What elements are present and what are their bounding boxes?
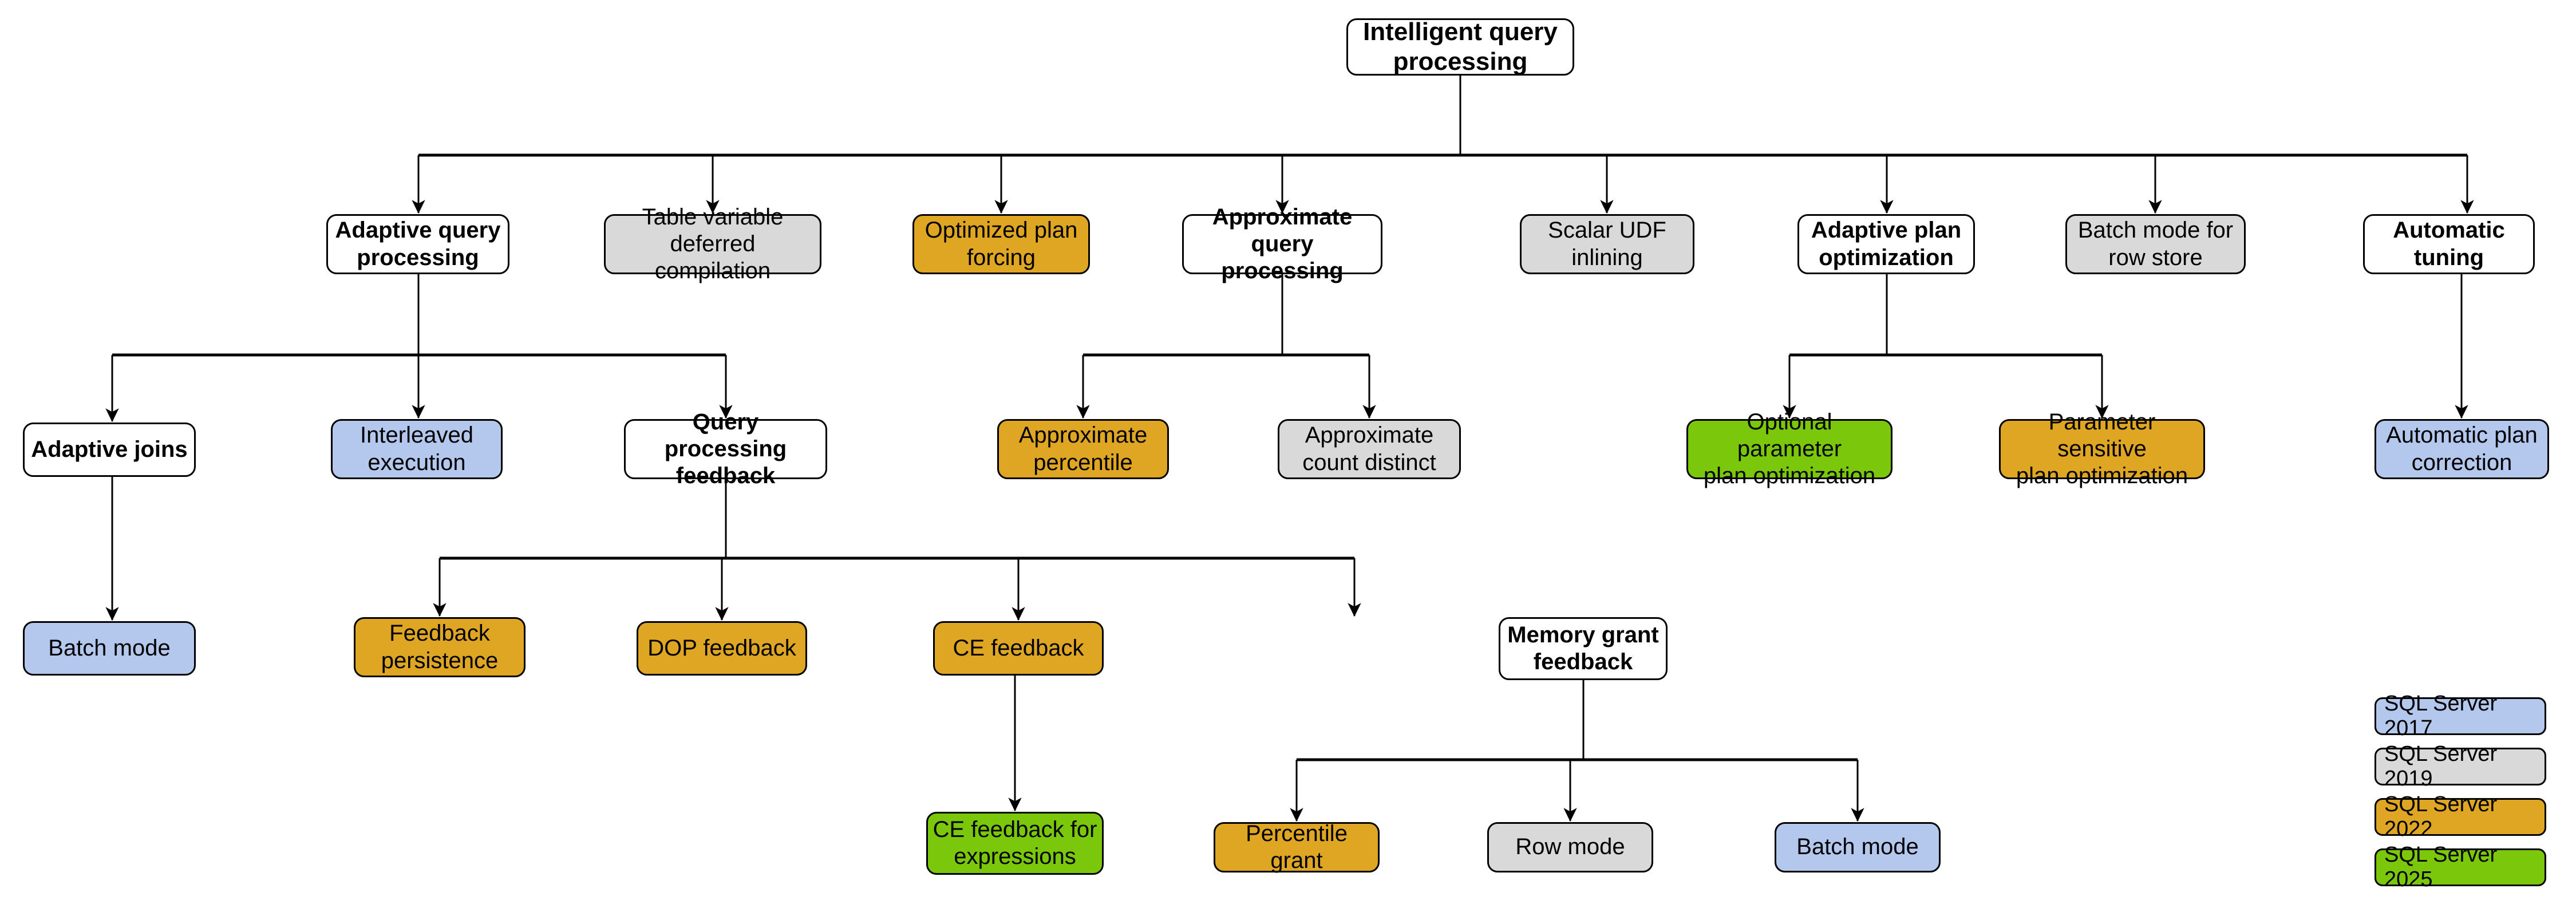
node-batch-mode-aj[interactable]: Batch mode [23,621,196,676]
node-batch-mode-mgf[interactable]: Batch mode [1775,822,1941,872]
node-optimized-plan[interactable]: Optimized plan forcing [912,214,1090,274]
node-feedback-persist[interactable]: Feedback persistence [354,617,526,677]
node-ce-feedback[interactable]: CE feedback [933,621,1104,676]
node-batch-mode-rowstore[interactable]: Batch mode for row store [2065,214,2246,274]
node-interleaved-exec[interactable]: Interleaved execution [331,419,503,479]
node-memory-grant-fb[interactable]: Memory grant feedback [1499,617,1668,680]
node-automatic-tuning[interactable]: Automatic tuning [2363,214,2535,274]
legend-item-sql-server-2025: SQL Server 2025 [2374,843,2546,891]
legend-item-sql-server-2017: SQL Server 2017 [2374,692,2546,740]
node-dop-feedback[interactable]: DOP feedback [637,621,807,676]
legend-item-sql-server-2019: SQL Server 2019 [2374,742,2546,791]
node-automatic-plan-corr[interactable]: Automatic plan correction [2374,419,2549,479]
node-adaptive-qp[interactable]: Adaptive query processing [326,214,509,274]
node-optional-param-opt[interactable]: Optional parameter plan optimization [1686,409,1893,488]
node-table-var-deferred[interactable]: Table variable deferred compilation [604,204,821,283]
node-approx-count[interactable]: Approximate count distinct [1278,419,1461,479]
node-ce-feedback-expr[interactable]: CE feedback for expressions [926,812,1104,875]
legend-item-sql-server-2022: SQL Server 2022 [2374,792,2546,841]
node-row-mode[interactable]: Row mode [1487,822,1653,872]
node-query-proc-feedback[interactable]: Query processing feedback [624,409,827,488]
node-root[interactable]: Intelligent query processing [1346,18,1574,76]
node-percentile-grant[interactable]: Percentile grant [1214,821,1380,873]
node-param-sensitive-opt[interactable]: Parameter sensitive plan optimization [1999,409,2205,488]
node-adaptive-joins[interactable]: Adaptive joins [23,423,196,477]
node-approx-qp[interactable]: Approximate query processing [1182,204,1382,283]
node-scalar-udf[interactable]: Scalar UDF inlining [1520,214,1694,274]
node-approx-percentile[interactable]: Approximate percentile [997,419,1169,479]
node-adaptive-plan-opt[interactable]: Adaptive plan optimization [1797,214,1975,274]
